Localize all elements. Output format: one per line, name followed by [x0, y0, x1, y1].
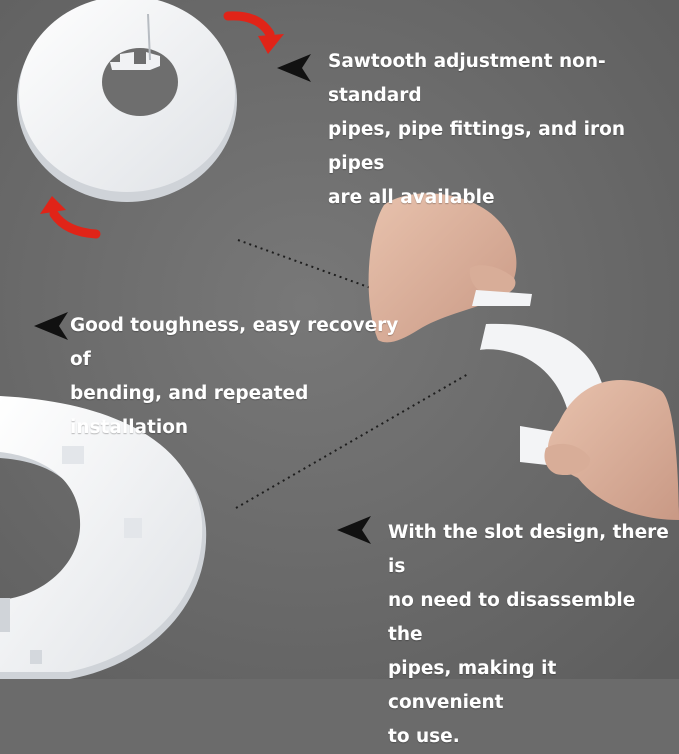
- rotate-arrow-icon: [223, 11, 284, 54]
- dotted-connector: [237, 239, 383, 293]
- pointer-arrow-icon: [277, 54, 311, 82]
- pipe-cover-bottom: [0, 396, 207, 679]
- hands-bending-cover: [368, 193, 679, 520]
- caption-sawtooth: Sawtooth adjustment non-standard pipes, …: [328, 51, 625, 208]
- pointer-arrow-icon: [337, 516, 371, 544]
- pointer-arrow-icon: [34, 312, 68, 340]
- rotate-arrow-icon: [40, 196, 101, 239]
- caption-slot-design: With the slot design, there is no need t…: [388, 522, 669, 747]
- caption-toughness: Good toughness, easy recovery of bending…: [70, 315, 399, 438]
- product-illustration: [0, 0, 679, 679]
- dotted-connector: [235, 373, 469, 509]
- pipe-cover-top: [17, 0, 237, 202]
